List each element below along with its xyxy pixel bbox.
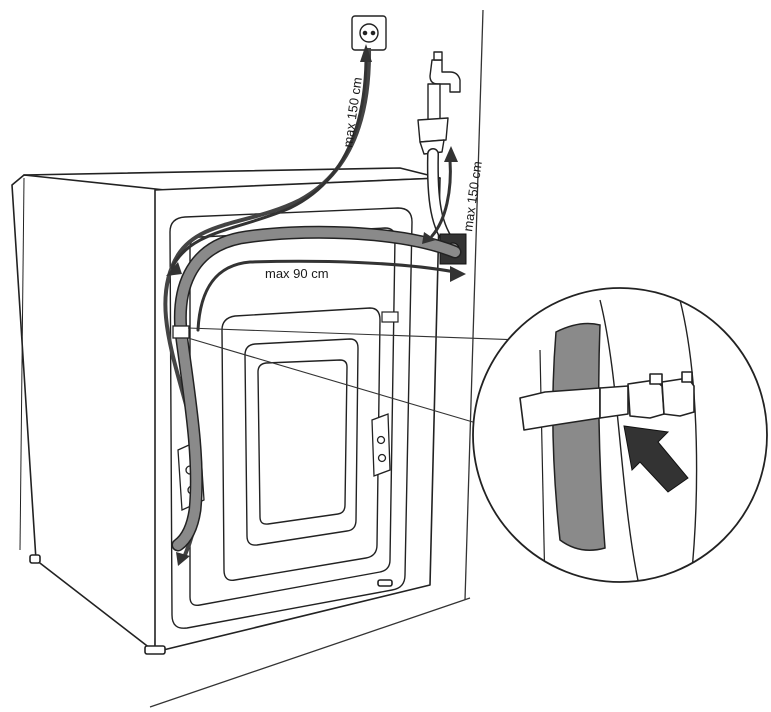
washing-machine-body: [11, 167, 441, 655]
arrow-right-drain: [450, 266, 466, 282]
callout-lines: [187, 327, 521, 431]
water-tap: [417, 51, 461, 155]
arrow-heads: [166, 44, 466, 566]
room-wall: [149, 9, 484, 708]
arrow-left-top: [166, 262, 182, 276]
push-arrow-icon: [623, 425, 689, 493]
magnified-detail: [472, 287, 768, 583]
back-panel-frame: [169, 207, 413, 629]
inlet-hose-length-label: max 150 cm: [460, 160, 485, 232]
arrow-down-inlet: [422, 232, 436, 244]
wall-socket: [351, 15, 387, 51]
measurement-arrows: [170, 58, 457, 332]
transport-bolt-bracket-right: [371, 413, 391, 477]
hose-clip-small: [381, 311, 399, 323]
hose-clip: [172, 325, 190, 339]
arrow-down-bottom: [176, 552, 190, 566]
detail-hose: [552, 322, 606, 551]
drain-hose-length-label: max 90 cm: [265, 266, 329, 281]
detail-clip: [519, 371, 695, 431]
arrow-up-socket: [360, 44, 372, 62]
arrow-up-tap: [444, 146, 458, 162]
